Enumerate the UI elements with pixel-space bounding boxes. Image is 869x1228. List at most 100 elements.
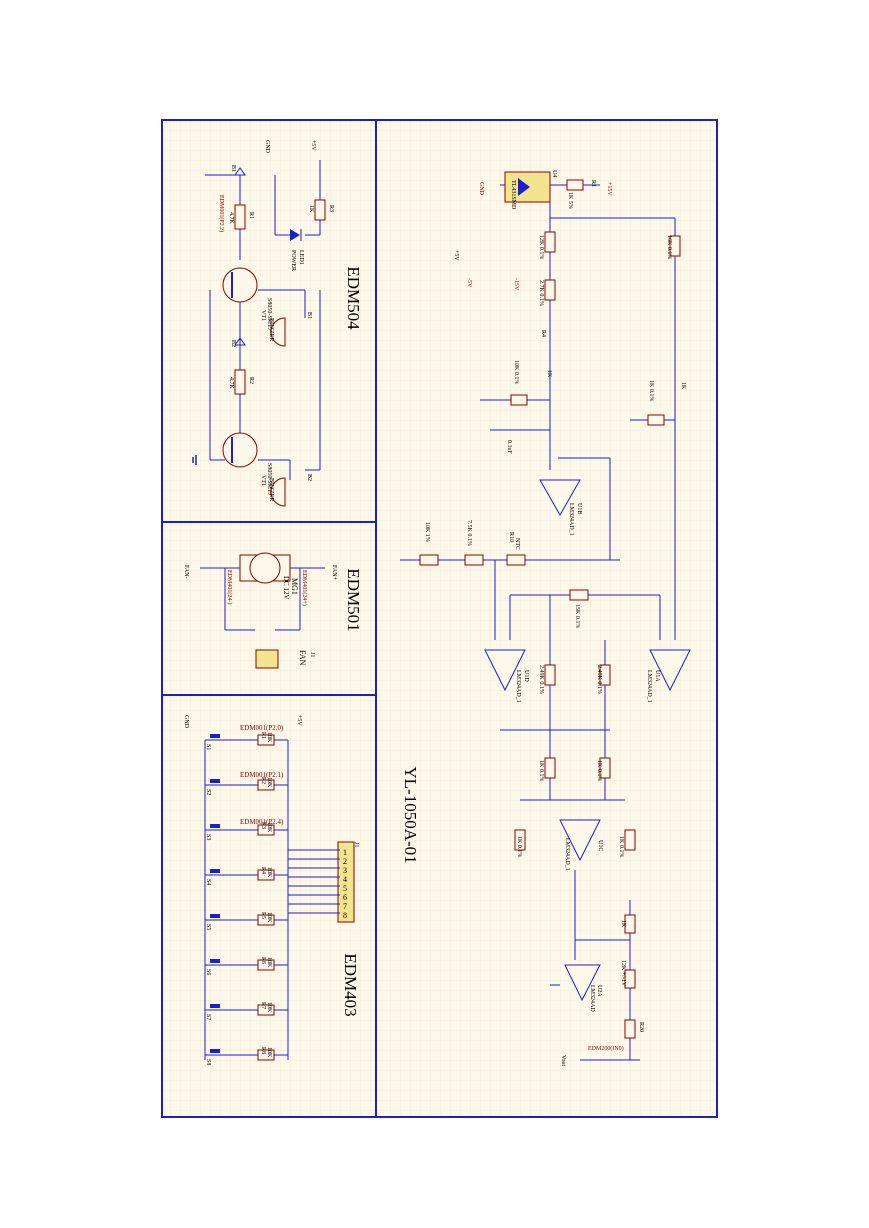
- edm403-v5: +5V: [296, 715, 302, 726]
- resistor-label-1: R1: [260, 732, 266, 739]
- resistor-value-4: 10K: [266, 867, 272, 878]
- switch-4: [210, 869, 220, 873]
- u1d-label: U1D: [523, 670, 529, 682]
- switch-label-4: S4: [205, 879, 211, 885]
- resistor-6: [257, 959, 275, 971]
- r4-label: R4: [540, 330, 546, 337]
- edm403-gnd: GND: [183, 715, 189, 729]
- r2-label: R2: [248, 377, 254, 384]
- resistor-8: [257, 1049, 275, 1061]
- b1-label: B1: [230, 165, 236, 172]
- buzzer2-part: BUZZER: [268, 478, 274, 501]
- edm504-circuit: R1 4.7K R2 4.7K R3 1K VT1 S8050-SMTJ VT1…: [192, 140, 334, 507]
- resistor-5: [257, 914, 275, 926]
- switch-label-3: S3: [205, 834, 211, 840]
- tl431-label: TL431SMD: [510, 180, 516, 210]
- edm501-circuit: MG1 DC 12V FAN J1 FAN+ FAN- EDM401(24+) …: [183, 552, 337, 669]
- r11-value: 7.5K 0.1%: [466, 520, 472, 546]
- vt1-part: S8050-SMTJ: [266, 298, 272, 331]
- output-connector: EDM200(IN0): [588, 1045, 624, 1052]
- u1c-label: U1C: [597, 840, 603, 851]
- r14-value: 15K 0.1%: [574, 604, 580, 628]
- switch-label-2: S2: [205, 789, 211, 795]
- section-label-edm504: EDM504: [344, 266, 363, 330]
- edm504-connector: EDM001(P2.2): [218, 195, 225, 232]
- r20-label: R20: [638, 1022, 644, 1032]
- j1-label: J1: [309, 652, 315, 657]
- resistor-value-8: 10K: [266, 1047, 272, 1058]
- u2a-part: LM324AD: [589, 985, 595, 1012]
- r1-label: R1: [248, 212, 254, 219]
- switch-label-7: S7: [205, 1014, 211, 1020]
- r3-value: 1K: [308, 205, 314, 213]
- p15-label: +15V: [606, 182, 612, 196]
- switch-label-5: S5: [205, 924, 211, 930]
- buzzer1-part: BUZZER: [268, 318, 274, 341]
- c1-value: 0.1uF: [506, 440, 512, 455]
- resistor-value-5: 10K: [266, 912, 272, 923]
- v5-label-504: +5V: [310, 140, 316, 151]
- switch-label-1: S1: [205, 744, 211, 750]
- u1c-part: LM324AD_1: [564, 838, 570, 871]
- analog-circuit: TL431SMD U4 R1 1K 5% 12K 0.1% 2.7K 0.1% …: [400, 170, 691, 1067]
- p5-label: +5V: [453, 250, 459, 261]
- connector-pin-3: 3: [343, 866, 347, 875]
- switch-6: [210, 959, 220, 963]
- r3-value: 2.7K 0.1%: [538, 280, 544, 306]
- resistor-label-8: R8: [260, 1047, 266, 1054]
- sheet-frame: [161, 119, 718, 1118]
- u1d-part: LM324AD_1: [515, 670, 521, 703]
- sheet-title: YL-1050A-01: [401, 766, 420, 863]
- resistor-label-3: R3: [260, 822, 266, 829]
- connector-pin-6: 6: [343, 893, 347, 902]
- r6-value: 16K 0.1%: [666, 235, 672, 259]
- vt2-label: VT1: [260, 475, 266, 486]
- r1-analog: R1: [590, 180, 596, 187]
- section-label-edm501: EDM501: [344, 568, 363, 631]
- edm501-conn2: EDM401(24-): [226, 570, 233, 604]
- u1a-part: LM324AD_1: [646, 670, 652, 703]
- r15-value: 2.49K 0.1%: [538, 665, 544, 694]
- switch-label-8: S8: [205, 1059, 211, 1065]
- resistor-value-6: 10K: [266, 957, 272, 968]
- u1b-part: LM324AD_1: [568, 503, 574, 536]
- u1b-label: U1B: [576, 503, 582, 514]
- switch-2: [210, 779, 220, 783]
- fan-minus: FAN-: [183, 565, 189, 579]
- connector-pin-5: 5: [343, 884, 347, 893]
- m15-label: -15V: [513, 278, 519, 291]
- r17-value: 1K 0.1%: [618, 836, 624, 857]
- r13-value: 1K 0.1%: [596, 760, 602, 781]
- connector-pin-7: 7: [343, 902, 347, 911]
- resistor-label-5: R5: [260, 912, 266, 919]
- r7-value: 1K: [680, 382, 686, 390]
- switch-1: [210, 734, 220, 738]
- resistor-label-2: R2: [260, 777, 266, 784]
- buzzer1-label: B1: [306, 312, 312, 319]
- r18-value: 1K 0.1%: [516, 836, 522, 857]
- r12-value: 2.49K 0.1%: [596, 665, 602, 694]
- resistor-value-2: 10K: [266, 777, 272, 788]
- fan-plus: FAN+: [331, 565, 337, 581]
- r5-value: 10K 0.1%: [513, 360, 519, 384]
- switch-8: [210, 1049, 220, 1053]
- u1a-label: U1A: [654, 670, 660, 682]
- r16-value: 1K 0.1%: [538, 760, 544, 781]
- u4-label: U4: [551, 170, 557, 177]
- fan-label: FAN: [298, 650, 307, 666]
- resistor-2: [257, 779, 275, 791]
- connector-pin-4: 4: [343, 875, 347, 884]
- resistor-value-3: 10K: [266, 822, 272, 833]
- b2-label: B2: [230, 340, 236, 347]
- ntc-label: NTC: [514, 538, 520, 550]
- edm403-connector-1: EDM001(P2.0): [240, 724, 284, 732]
- resistor-3: [257, 824, 275, 836]
- r19-value: 12K +/-1V: [620, 960, 626, 987]
- gnd-label-504: GND: [264, 140, 270, 154]
- edm403-connector-3: EDM001(P2.4): [240, 818, 284, 826]
- r1-value: 4.7K: [228, 212, 234, 225]
- connector-pin-8: 8: [343, 911, 347, 920]
- led-name: POWER: [290, 250, 296, 271]
- edm403-connector-2: EDM001(P2.1): [240, 771, 284, 779]
